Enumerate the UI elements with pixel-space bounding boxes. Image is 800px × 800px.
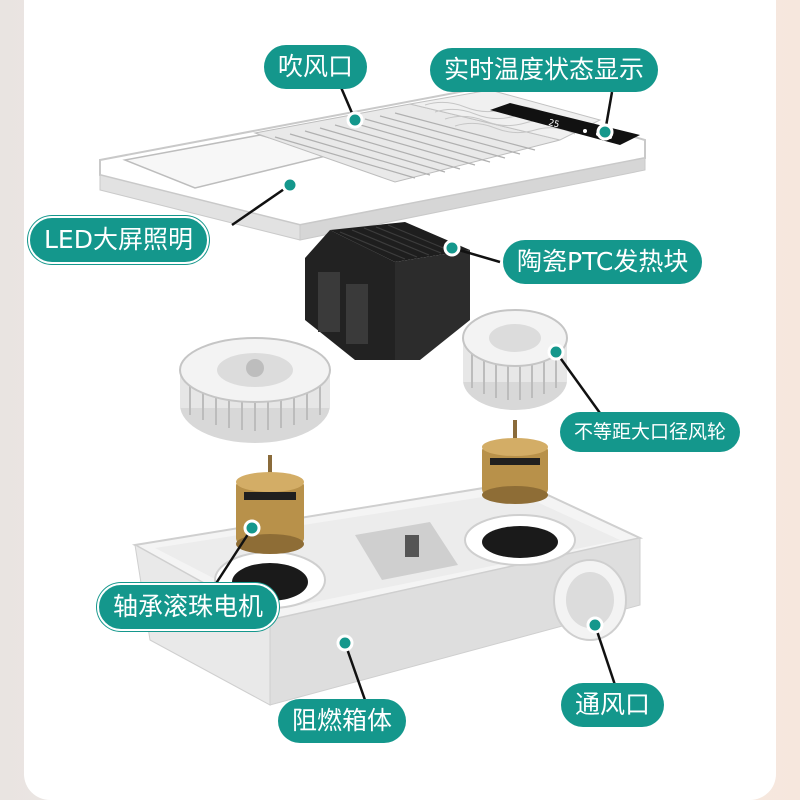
right-motor [482, 420, 548, 504]
label-bearing-motor: 轴承滚珠电机 [97, 583, 280, 631]
label-temp-display: 实时温度状态显示 [430, 48, 659, 92]
ptc-heater-block [305, 222, 470, 360]
label-air-outlet: 吹风口 [264, 45, 368, 89]
label-fan-wheel: 不等距大口径风轮 [560, 412, 741, 452]
label-flame-box: 阻燃箱体 [278, 699, 407, 743]
label-vent-outlet: 通风口 [561, 683, 665, 727]
label-led-light: LED大屏照明 [28, 216, 209, 264]
label-ptc-heater: 陶瓷PTC发热块 [503, 240, 703, 284]
left-fan-wheel [179, 337, 331, 443]
display-reading: 25 [547, 118, 560, 130]
right-fan-wheel [462, 309, 568, 410]
leader-dots [243, 111, 614, 652]
